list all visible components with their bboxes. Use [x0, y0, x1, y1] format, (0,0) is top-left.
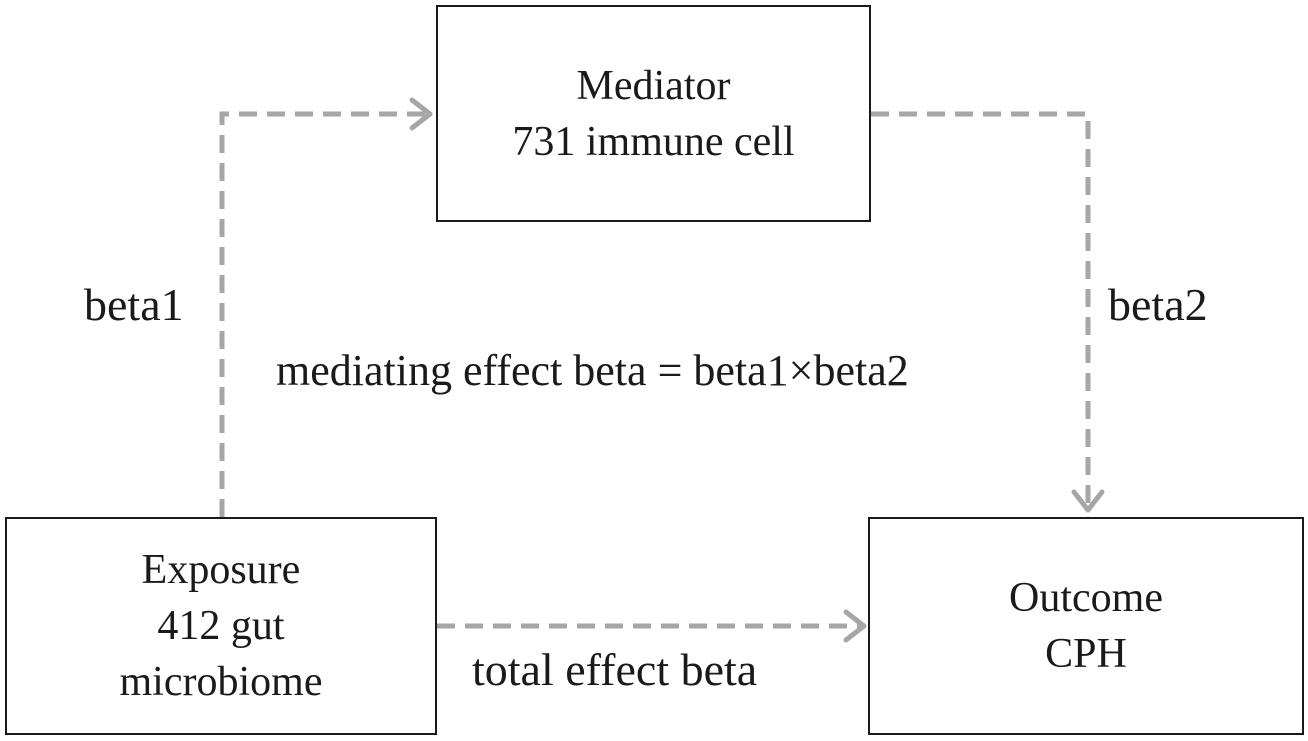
beta1-label: beta1 — [84, 279, 184, 330]
exposure-subtitle-line2: microbiome — [119, 659, 323, 705]
arrow-exposure-to-mediator — [219, 111, 428, 517]
mediator-title: Mediator — [576, 62, 731, 109]
outcome-title: Outcome — [1009, 575, 1163, 621]
mediator-subtitle: 731 immune cell — [512, 118, 795, 165]
exposure-box: Exposure 412 gut microbiome — [5, 517, 437, 735]
outcome-box: Outcome CPH — [868, 517, 1304, 735]
exposure-title: Exposure — [141, 547, 301, 593]
mediator-box: Mediator 731 immune cell — [436, 5, 871, 222]
mediating-effect-formula: mediating effect beta = beta1×beta2 — [276, 346, 909, 395]
arrowhead-mediator — [409, 97, 433, 131]
exposure-subtitle-line1: 412 gut — [157, 603, 285, 649]
arrow-mediator-to-outcome — [871, 111, 1091, 508]
beta2-label: beta2 — [1108, 279, 1208, 330]
arrowhead-outcome-top — [1071, 489, 1105, 513]
outcome-subtitle: CPH — [1045, 631, 1127, 677]
arrowhead-outcome-left — [843, 609, 867, 643]
total-effect-label: total effect beta — [472, 644, 758, 695]
